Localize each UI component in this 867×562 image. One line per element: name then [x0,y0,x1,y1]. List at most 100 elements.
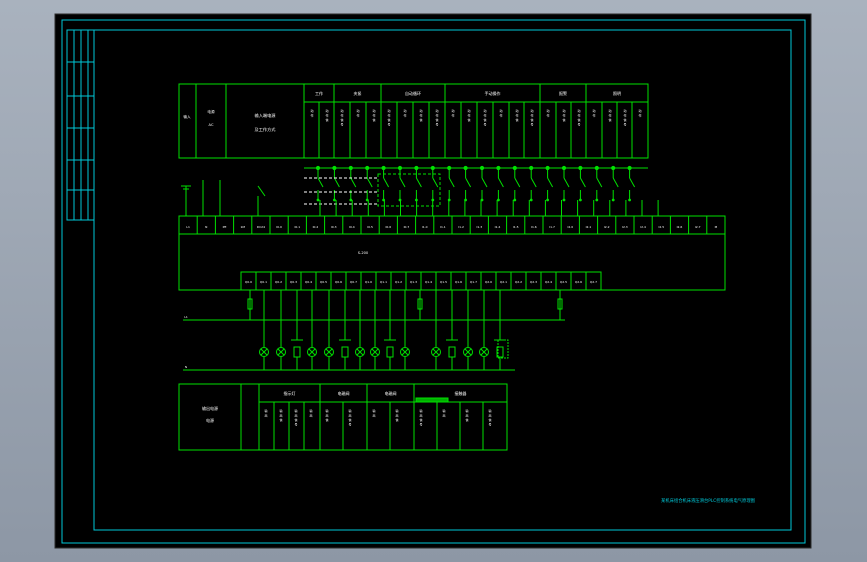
switch-contact [596,177,603,188]
input-terminal-label: I2.4 [640,225,646,229]
column-label: 信 [419,417,422,422]
drawing-sheet [54,13,812,549]
column-label: 输 [372,408,375,413]
input-terminal-label: I1.5 [513,225,519,229]
column-label: 作 [623,113,626,118]
column-label: 动 [577,108,580,113]
output-terminal-label: Q0.1 [260,280,267,284]
input-terminal-label: I2.0 [567,225,573,229]
column-label: 动 [372,108,375,113]
column-label: 信 [577,117,580,122]
section-title: 工作 [315,90,323,96]
column-label: 作 [592,113,595,118]
plc-model-label: S-200 [358,251,369,255]
column-label: 动 [530,108,533,113]
lamp-cross [480,348,488,356]
column-label: 信 [562,117,565,122]
input-terminal-label: I2.5 [658,225,664,229]
section-title: 电磁阀 [338,390,350,396]
section-title: 指示灯 [284,390,296,396]
indicator-lamp [431,347,441,357]
column-label: 动 [562,108,565,113]
column-label: 动 [435,108,438,113]
input-terminal-label: I2.1 [586,225,592,229]
terminal-dot [497,198,500,202]
output-terminal-label: Q2.6 [575,280,582,284]
switch-contact [383,177,390,188]
input-terminal-label: 1M [240,225,245,229]
column-label: 信 [465,417,468,422]
terminal-dot [333,198,336,202]
column-label: 动 [483,108,486,113]
column-label: 出 [325,413,328,418]
indicator-lamp [307,347,317,357]
terminal-dot [579,198,582,202]
column-label: 信 [483,117,486,122]
input-terminal-label: I1.1 [440,225,446,229]
column-label: 动 [592,108,595,113]
column-label: 出 [372,413,375,418]
output-terminal-label: Q2.2 [515,280,522,284]
drawing-title: 某机床组合机床液压滑台PLC控制系统电气原理图 [661,497,755,504]
switch-contact [465,177,472,188]
output-terminal-label: Q2.7 [590,280,597,284]
column-label: 动 [403,108,406,113]
input-terminal-label: N [205,225,207,229]
column-label: 动 [325,108,328,113]
column-label: 输 [264,408,267,413]
section-title: 报警 [559,90,567,96]
column-label: 作 [483,113,486,118]
column-label: 作 [467,113,470,118]
column-label: 输 [325,408,328,413]
output-terminal-label: Q1.3 [410,280,417,284]
switch-contact [415,177,422,188]
lamp-cross [464,348,472,356]
terminal-dot [513,198,517,202]
column-label: 作 [419,113,422,118]
switch-contact [432,177,439,188]
column-label: 信 [435,117,438,122]
column-label: 信 [530,117,533,122]
section-title: 自动循环 [405,90,421,96]
column-label: 输 [419,408,422,413]
bus-label: L1 [184,315,188,319]
column-label: 动 [499,108,502,113]
input-switch-network [181,165,659,216]
left-title: 输出电源 [202,405,218,411]
input-terminal-label: I2.6 [677,225,683,229]
section-title: 电磁阀 [385,390,397,396]
column-label: 信 [348,417,351,422]
column-label: 出 [309,413,312,418]
column-label: 输 [348,408,351,413]
column-label: 作 [310,113,313,118]
column-label: 出 [488,413,491,418]
column-label: 信 [387,117,390,122]
column-label: 输 [279,408,282,413]
input-terminal-label: I2.2 [604,225,610,229]
center-title: 及工作方式 [255,126,277,133]
switch-contact [481,177,488,188]
column-label: 信 [294,417,297,422]
output-terminal-label: Q0.2 [275,280,282,284]
section-title: 夹紧 [354,90,362,96]
column-label: 输 [309,408,312,413]
terminal-dot [562,198,566,202]
label: 电源 [207,109,215,114]
indicator-lamp [479,347,489,357]
input-terminal-label: I1.6 [531,225,537,229]
switch-contact [530,177,537,188]
column-label: 作 [340,113,343,118]
output-terminal-label: Q2.3 [530,280,537,284]
output-terminal-label: Q1.2 [395,280,402,284]
terminal-dot [316,198,320,202]
switch-contact [514,177,521,188]
column-label: 出 [279,413,282,418]
column-label: 作 [451,113,454,118]
column-label: 作 [546,113,549,118]
switch-contact [547,177,554,188]
input-terminal-label: I1.4 [495,225,501,229]
output-terminal-label: Q2.4 [545,280,552,284]
switch-contact [612,177,619,188]
lamp-cross [260,348,268,356]
